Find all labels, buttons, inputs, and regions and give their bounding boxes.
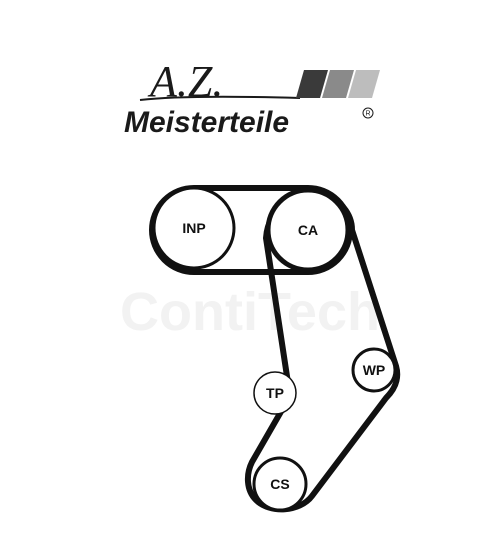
pulley-inp-circle	[152, 186, 236, 270]
watermark-text: ContiTech	[120, 282, 380, 342]
pulley-wp: WP	[351, 347, 397, 393]
pulley-inp-label: INP	[182, 220, 205, 236]
brand-stripes	[296, 70, 380, 98]
stripe-dark	[296, 70, 328, 98]
stripe-mid	[322, 70, 354, 98]
pulley-cs: CS	[252, 456, 308, 512]
pulley-wp-circle	[351, 347, 397, 393]
pulley-tp: TP	[253, 371, 297, 415]
stripe-light	[348, 70, 380, 98]
pulley-ca-label: CA	[298, 222, 318, 238]
brand-swash	[139, 95, 301, 101]
pulley-tp-label: TP	[266, 385, 284, 401]
pulley-ca-circle	[265, 187, 351, 273]
brand-name: Meisterteile	[124, 106, 289, 139]
pulley-cs-label: CS	[270, 476, 289, 492]
pulley-wp-label: WP	[363, 362, 386, 378]
brand-logo: A.Z. Meisterteile R	[124, 57, 380, 139]
pulley-cs-circle	[252, 456, 308, 512]
pulley-ca: CA	[265, 187, 351, 273]
pulley-tp-circle	[253, 371, 297, 415]
registered-mark: R	[365, 111, 370, 118]
registered-mark-circle	[362, 107, 374, 119]
pulley-inp: INP	[152, 186, 236, 270]
